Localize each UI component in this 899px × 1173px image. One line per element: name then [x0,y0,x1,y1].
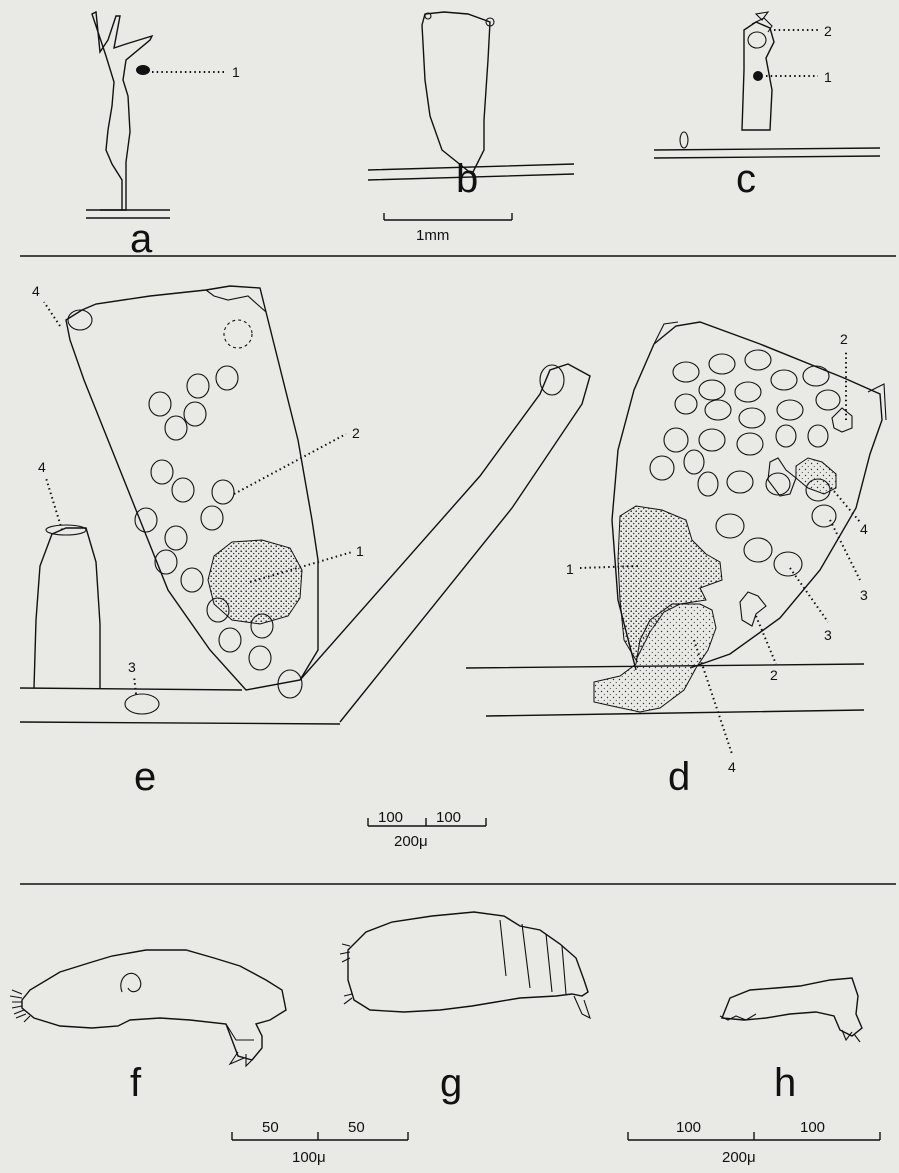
callout-e-4-top: 4 [32,283,40,299]
panel-g: g [340,912,590,1105]
callout-d-2-lower: 2 [770,667,778,683]
panel-label-g: g [440,1061,462,1105]
scale-bar-1mm: 1mm [384,213,512,244]
panel-label-c: c [736,157,756,201]
panel-a: 1 a [86,12,240,261]
scale-bar-200-middle: 100 100 200μ [368,809,486,850]
panel-label-e: e [134,755,156,799]
callout-d-3-upper: 3 [860,587,868,603]
panel-c: 2 1 c [654,12,880,201]
callout-d-2-top: 2 [840,331,848,347]
c-nucleus-dot [753,71,763,81]
panel-h: h [720,978,862,1105]
e-cells [135,366,302,698]
scale-bar-200-bottom: 100 100 200μ [628,1119,880,1166]
callout-a-1: 1 [232,64,240,80]
scale-bar-100-bottom: 50 50 100μ [232,1119,408,1166]
panel-b: b [368,12,574,201]
scale-bottom-right-left: 100 [676,1119,701,1136]
scale-bottom-right-right: 100 [800,1119,825,1136]
callout-e-3: 3 [128,659,136,675]
a-nucleus-dot [136,65,150,75]
scale-middle-total: 200μ [394,833,428,850]
panel-label-f: f [130,1061,142,1105]
callout-e-1: 1 [356,543,364,559]
scale-middle-right: 100 [436,809,461,826]
scale-middle-left: 100 [378,809,403,826]
scale-bottom-left-total: 100μ [292,1149,326,1166]
callout-d-3-lower: 3 [824,627,832,643]
callout-e-2: 2 [352,425,360,441]
callout-c-1: 1 [824,69,832,85]
d-mass-4-right [796,458,836,494]
callout-d-4-bottom: 4 [728,759,736,775]
callout-c-2: 2 [824,23,832,39]
scale-bottom-left-right: 50 [348,1119,365,1136]
callout-e-4-side: 4 [38,459,46,475]
scale-bottom-right-total: 200μ [722,1149,756,1166]
e-mass-1 [208,540,302,624]
panel-label-d: d [668,755,690,799]
callout-d-1: 1 [566,561,574,577]
panel-label-a: a [130,217,153,261]
panel-e: 4 2 1 4 3 e [20,283,590,799]
scale-bottom-left-left: 50 [262,1119,279,1136]
panel-label-b: b [456,157,478,201]
callout-d-4-right: 4 [860,521,868,537]
panel-f: f [10,950,286,1105]
scale-label-1mm: 1mm [416,227,449,244]
d-mass-4-bottom [594,604,716,712]
panel-label-h: h [774,1061,796,1105]
panel-d: 2 1 4 3 3 2 4 d [466,322,886,799]
